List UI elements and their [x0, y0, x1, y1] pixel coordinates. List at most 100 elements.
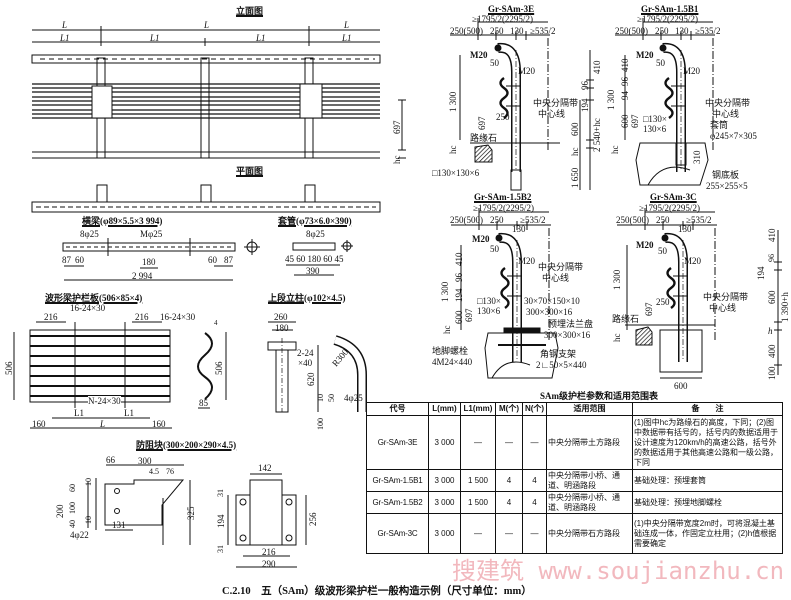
dim-600: 600 [767, 290, 777, 305]
dim-410: 410 [767, 228, 777, 243]
dim-600: 600 [620, 114, 630, 129]
col-note: 备 注 [632, 402, 783, 416]
dim-1300: 1 300 [612, 269, 622, 290]
dim-94: 94 [620, 91, 630, 100]
dim-260: 260 [274, 312, 288, 322]
dim-200: 200 [55, 504, 65, 519]
dim-96: 96 [767, 254, 776, 262]
section-1-5b1 [615, 18, 715, 186]
dim-142: 142 [258, 463, 272, 473]
dim-31: 31 [216, 545, 225, 553]
median-centerline-label: 中心线 [538, 109, 566, 119]
dim-hc: hc [612, 333, 622, 343]
cell-L1: — [460, 415, 496, 470]
sleeve-dims: 45 60 180 60 45 [285, 254, 344, 264]
cell-L: 3 000 [428, 513, 461, 554]
plan-view [31, 184, 381, 213]
dim-620: 620 [306, 372, 316, 387]
cell-code: Gr-SAm-3E [366, 415, 429, 470]
dim-216: 216 [135, 312, 149, 322]
cell-scope: 中央分隔带土方路段 [546, 415, 633, 470]
cell-L: 3 000 [428, 415, 461, 470]
cell-M: 4 [495, 491, 523, 514]
dim-535: ≥535/2 [686, 215, 712, 225]
dim-250: 250 [655, 26, 669, 36]
table-row: Gr-SAm-1.5B1 3 000 1 500 4 4 中央分隔带小桥、通道、… [366, 469, 783, 492]
dim-130: 130 [678, 224, 692, 234]
cell-scope: 中央分隔带石方路段 [546, 513, 633, 554]
span-L1-label: L1 [342, 33, 352, 43]
side-dim-506: 506 [214, 361, 224, 376]
cell-scope: 中央分隔带小桥、通道、明涵路段 [546, 469, 633, 492]
span-L-label: L [204, 20, 210, 30]
dim-hc: hc [448, 145, 458, 155]
dim-697: 697 [392, 120, 402, 135]
col-code: 代号 [366, 402, 429, 416]
flange-spec: 300×300×16 [544, 330, 591, 340]
dim-2994: 2 994 [132, 271, 153, 281]
watermark: 搜建筑 www.soujianzhu.cn [452, 557, 785, 585]
dim-h: h [768, 326, 773, 336]
bolt-m20: M20 [518, 256, 536, 266]
base-plate-spec: 255×255×5 [706, 181, 748, 191]
panel-holes-b: 16-24×30 [160, 312, 196, 322]
anchor-bolt-spec: 4M24×440 [432, 357, 473, 367]
dim-76: 76 [166, 467, 174, 476]
dim-130: 130 [510, 26, 524, 36]
elevation-view [31, 26, 406, 159]
dim-60: 60 [75, 255, 84, 265]
wave-panel-title: 波形梁护栏板(506×85×4) [45, 293, 143, 303]
dim-216: 216 [44, 312, 58, 322]
cell-L: 3 000 [428, 469, 461, 492]
upper-post-detail [267, 321, 367, 413]
dim-697: 697 [477, 116, 487, 131]
table-row: Gr-SAm-1.5B2 3 000 1 500 4 4 中央分隔带小桥、通道、… [366, 491, 783, 514]
base-plate-label: 钢底板 [712, 170, 740, 180]
median-centerline-label: 中心线 [709, 303, 737, 313]
side-dim-85: 85 [199, 398, 208, 408]
dim-60: 60 [208, 255, 217, 265]
table-row: Gr-SAm-3E 3 000 — — — 中央分隔带土方路段 (1)图中hc为… [366, 415, 783, 470]
panel-L: L [100, 419, 106, 429]
dim-410: 410 [620, 58, 630, 73]
dim-256: 256 [308, 512, 318, 527]
dim-100: 100 [68, 502, 77, 514]
angle-bracket-label: 角钢支架 [540, 349, 577, 359]
upper-post-title: 上段立柱(φ102×4.5) [268, 293, 346, 303]
dim-1650: 1 650 [570, 167, 580, 188]
crossbeam-holes-m: Mφ25 [140, 229, 163, 239]
dim-87: 87 [62, 255, 71, 265]
dim-100: 100 [767, 366, 777, 381]
dim-216: 216 [262, 547, 276, 557]
dim-96: 96 [580, 81, 590, 90]
section-code: Gr-SAm-3C [650, 192, 697, 202]
section-width: ≥1795/2(2295/2) [639, 203, 700, 213]
dim-290: 290 [262, 559, 276, 569]
section-code: Gr-SAm-1.5B2 [474, 192, 532, 202]
bolt-m20: M20 [470, 50, 488, 60]
elevation-title: 立面图 [236, 6, 264, 16]
angle-bracket-spec: 2∟50×5×440 [536, 360, 587, 370]
cell-N: 4 [522, 491, 547, 514]
dim-2540: 2 540+hc [592, 118, 602, 152]
cell-L1: 1 500 [460, 469, 496, 492]
bolt-m20: M20 [636, 240, 654, 250]
dim-10: 10 [84, 516, 93, 524]
dim-300: 300 [138, 456, 152, 466]
dim-410: 410 [592, 60, 602, 75]
dim-50: 50 [656, 58, 665, 68]
dim-96: 96 [620, 77, 630, 86]
sleeve-detail [286, 240, 353, 276]
post-section-label: 130×6 [477, 306, 501, 316]
bolt-m20: M20 [518, 66, 536, 76]
median-centerline-label: 中央分隔带 [538, 262, 584, 272]
span-L1-label: L1 [150, 33, 160, 43]
block-title: 防阻块(300×200×290×4.5) [136, 440, 237, 450]
cell-M: — [495, 415, 523, 470]
post-section-label: □130× [477, 296, 502, 306]
bolt-m20: M20 [636, 50, 654, 60]
dim-66: 66 [106, 455, 115, 465]
table-header-row: 代号 L(mm) L1(mm) M(个) N(个) 适用范围 备 注 [366, 402, 783, 416]
dim-1300: 1 300 [606, 89, 616, 110]
dim-87: 87 [224, 255, 233, 265]
